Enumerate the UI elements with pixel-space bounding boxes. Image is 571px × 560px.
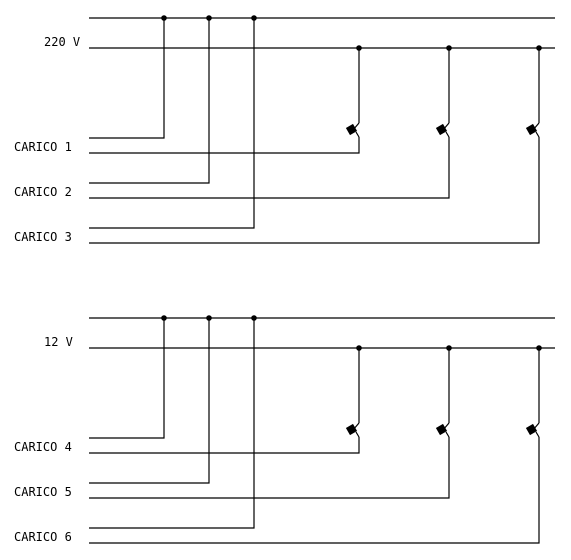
junction-dot [446,45,452,51]
feed-wire-load-6 [89,318,255,529]
junction-dot [206,15,212,21]
load-label-1: CARICO 1 [14,140,72,154]
voltage-label-220v: 220 V [44,35,80,49]
switch-3 [525,122,540,138]
switch-6 [525,422,540,438]
feed-wire-load-2 [89,18,210,184]
switched-wire-load-3-return [89,137,540,244]
circuit-12v [89,317,555,544]
feed-wire-load-4 [89,318,165,439]
switched-wire-load-6-return [89,437,540,544]
load-label-6: CARICO 6 [14,530,72,544]
junction-dot [206,315,212,321]
circuit-220v [89,17,555,244]
junction-dot [536,345,542,351]
junction-dot [161,315,167,321]
load-label-3: CARICO 3 [14,230,72,244]
load-label-2: CARICO 2 [14,185,72,199]
junction-dot [356,45,362,51]
switch-1 [345,122,360,138]
switched-wire-load-5-return [89,437,450,499]
switch-5 [435,422,450,438]
load-label-4: CARICO 4 [14,440,72,454]
junction-dot [446,345,452,351]
feed-wire-load-5 [89,318,210,484]
switched-wire-load-2-return [89,137,450,199]
feed-wire-load-3 [89,18,255,229]
junction-dot [251,15,257,21]
load-label-5: CARICO 5 [14,485,72,499]
voltage-label-12v: 12 V [44,335,73,349]
switch-2 [435,122,450,138]
junction-dot [251,315,257,321]
junction-dot [536,45,542,51]
switch-4 [345,422,360,438]
junction-dot [356,345,362,351]
junction-dot [161,15,167,21]
switched-wire-load-4-return [89,437,360,454]
switched-wire-load-1-return [89,137,360,154]
feed-wire-load-1 [89,18,165,139]
